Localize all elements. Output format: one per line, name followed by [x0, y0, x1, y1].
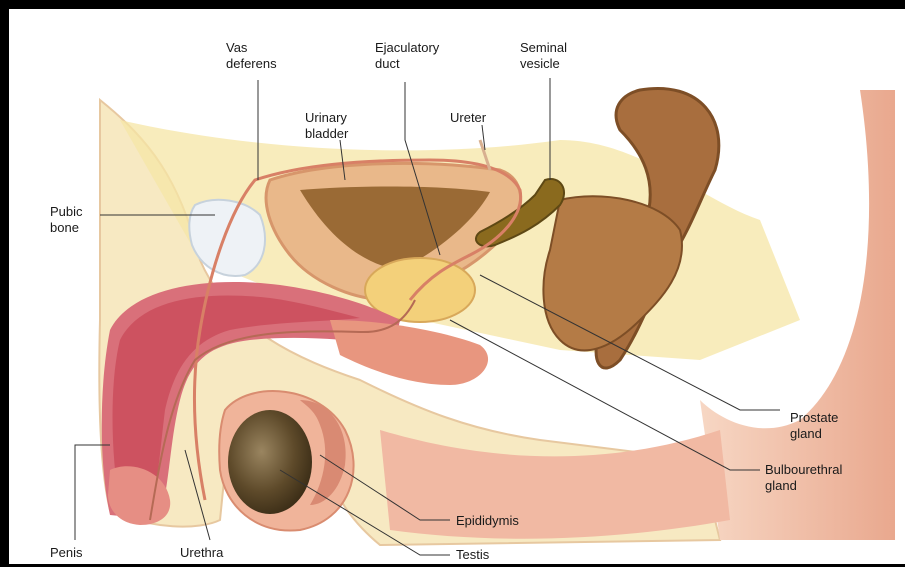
- label-ejaculatory-duct-line1: Ejaculatory: [375, 40, 440, 55]
- label-urinary-bladder-line1: Urinary: [305, 110, 347, 125]
- label-bulbourethral-gland-line2: gland: [765, 478, 797, 493]
- label-testis: Testis: [456, 547, 490, 562]
- label-epididymis: Epididymis: [456, 513, 519, 528]
- label-urinary-bladder-line2: bladder: [305, 126, 349, 141]
- label-ureter: Ureter: [450, 110, 487, 125]
- penile-bulb: [330, 320, 488, 385]
- label-urethra: Urethra: [180, 545, 224, 560]
- testis: [228, 410, 312, 514]
- label-pubic-bone-line1: Pubic: [50, 204, 83, 219]
- label-vas-deferens-line1: Vas: [226, 40, 248, 55]
- label-prostate-gland-line2: gland: [790, 426, 822, 441]
- label-seminal-vesicle-line1: Seminal: [520, 40, 567, 55]
- label-penis: Penis: [50, 545, 83, 560]
- label-seminal-vesicle-line2: vesicle: [520, 56, 560, 71]
- label-bulbourethral-gland-line1: Bulbourethral: [765, 462, 842, 477]
- label-vas-deferens-line2: deferens: [226, 56, 277, 71]
- label-prostate-gland-line1: Prostate: [790, 410, 838, 425]
- label-ejaculatory-duct-line2: duct: [375, 56, 400, 71]
- label-pubic-bone-line2: bone: [50, 220, 79, 235]
